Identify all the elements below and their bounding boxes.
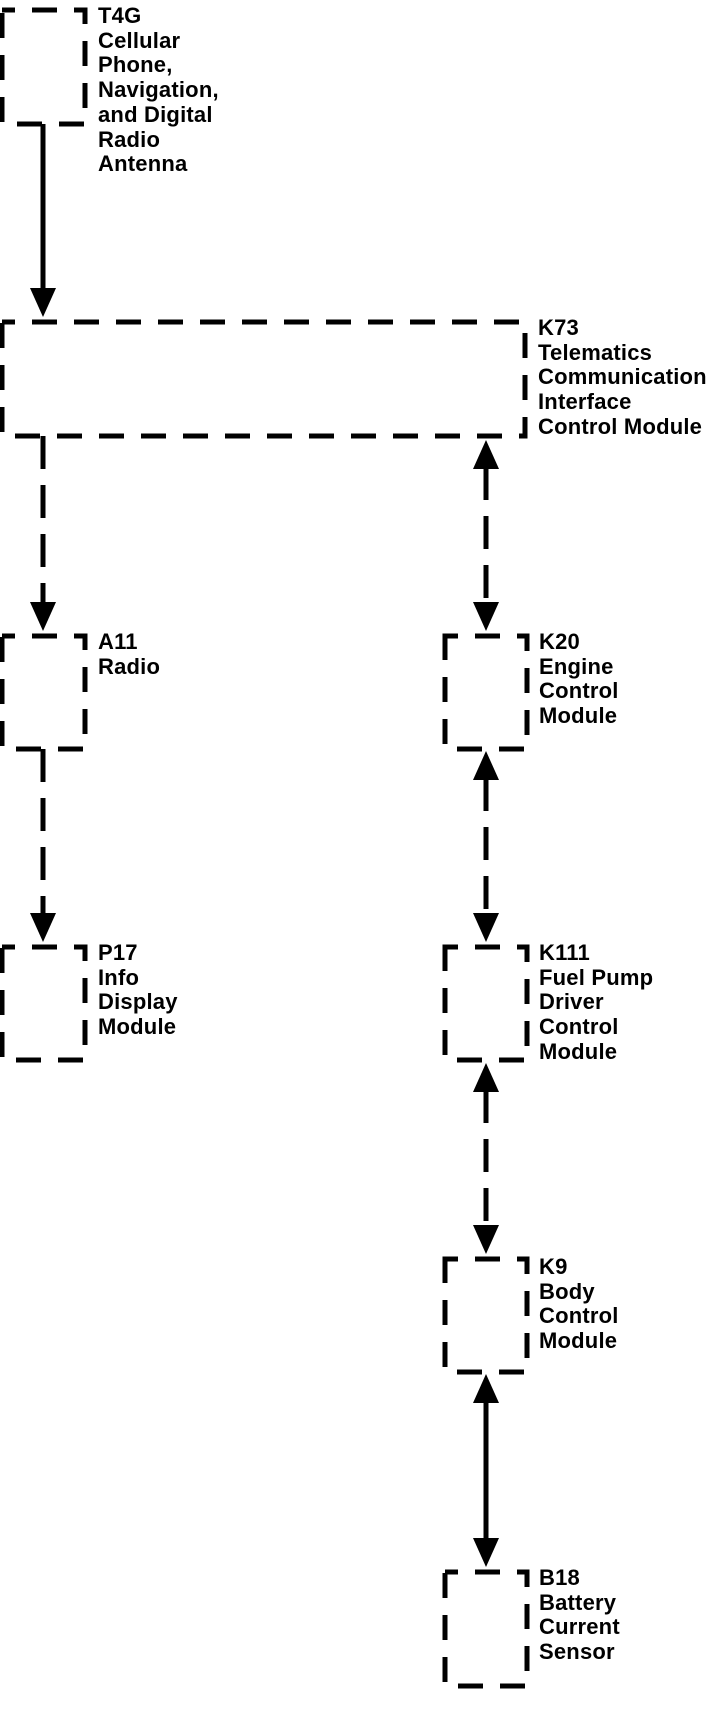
label-line: Radio xyxy=(98,653,161,679)
label-line: Control xyxy=(539,1014,619,1040)
label-line: Module xyxy=(539,1038,618,1064)
arrowhead-down-into-k111 xyxy=(473,913,499,942)
label-line: Battery xyxy=(539,1589,617,1615)
label-line: Fuel Pump xyxy=(539,964,654,990)
arrowhead-down-into-k9 xyxy=(473,1225,499,1254)
node-box-k111 xyxy=(442,944,530,1063)
arrowhead-down-into-p17 xyxy=(30,913,56,942)
label-line: Module xyxy=(98,1014,177,1040)
arrowhead-up-into-k111 xyxy=(473,1063,499,1092)
node-box-k73 xyxy=(0,319,528,439)
label-line: Current xyxy=(539,1614,620,1640)
label-line: Driver xyxy=(539,989,604,1015)
node-box-k9 xyxy=(442,1256,530,1375)
label-line: K20 xyxy=(539,629,580,654)
label-line: Phone, xyxy=(98,52,173,78)
arrowhead-up-into-k73 xyxy=(473,440,499,469)
label-line: and Digital xyxy=(98,101,213,127)
label-line: Body xyxy=(539,1278,595,1304)
label-line: Module xyxy=(539,703,618,729)
label-line: P17 xyxy=(98,940,138,965)
label-line: Control xyxy=(539,1303,619,1329)
label-line: Module xyxy=(539,1328,618,1354)
arrowhead-down-into-a11 xyxy=(30,602,56,631)
label-line: Info xyxy=(98,964,140,990)
label-line: Control xyxy=(539,678,619,704)
arrowhead-down-into-k73 xyxy=(30,288,56,317)
label-line: K73 xyxy=(538,315,579,340)
label-line: Sensor xyxy=(539,1639,615,1665)
label-line: Telematics xyxy=(538,339,653,365)
label-line: A11 xyxy=(98,629,138,654)
label-line: Cellular xyxy=(98,27,181,53)
label-line: Communication xyxy=(538,364,707,390)
node-box-a11 xyxy=(0,633,88,752)
node-box-p17 xyxy=(0,944,88,1063)
label-line: T4G xyxy=(98,3,142,28)
label-line: K9 xyxy=(539,1254,568,1279)
arrowhead-down-into-b18 xyxy=(473,1538,499,1567)
node-box-k20 xyxy=(442,633,530,752)
node-box-b18 xyxy=(442,1569,530,1689)
arrowhead-up-into-k9 xyxy=(473,1374,499,1403)
label-line: Interface xyxy=(538,389,632,415)
arrowhead-up-into-k20 xyxy=(473,751,499,780)
node-box-t4g xyxy=(0,7,88,127)
label-line: Navigation, xyxy=(98,77,219,103)
arrowhead-down-into-k20 xyxy=(473,602,499,631)
label-line: Engine xyxy=(539,653,614,679)
label-line: Display xyxy=(98,989,178,1015)
label-line: Control Module xyxy=(538,413,703,439)
label-line: K111 xyxy=(539,940,590,965)
label-line: Radio xyxy=(98,126,161,152)
label-line: Antenna xyxy=(98,151,188,177)
label-line: B18 xyxy=(539,1565,580,1590)
